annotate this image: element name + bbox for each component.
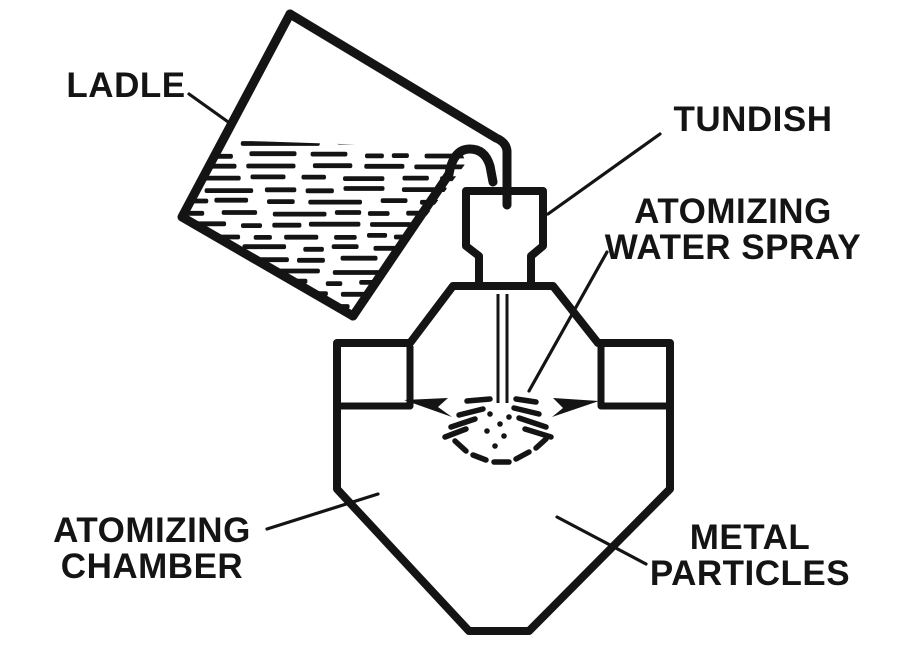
atomizing-chamber-label-line2: CHAMBER [60,547,244,586]
atomizing-water-spray-label-line1: ATOMIZING [634,192,832,231]
metal-particles-label: METAL PARTICLES [650,520,850,592]
ladle-leader-line [187,92,233,126]
metal-particles-label-line1: METAL [689,518,811,557]
ladle-pour-lip [348,144,498,321]
atomizing-chamber-label: ATOMIZING CHAMBER [53,513,251,585]
left-nozzle-box [337,346,414,410]
right-nozzle-box [597,346,670,410]
metal-particles-label-line2: PARTICLES [649,554,851,593]
spray-dashes [442,396,554,465]
tundish-label: TUNDISH [673,100,833,139]
water-spray-leader-line [527,250,609,393]
left-spray-arrow [404,398,452,417]
atomizing-chamber-label-line1: ATOMIZING [53,511,251,550]
pour-stream [285,9,512,210]
spray-droplets [484,411,512,449]
metal-particles-leader-line [555,515,648,566]
atomizing-chamber-outline [333,282,674,635]
chamber-leader-line [265,492,380,531]
ladle-outline [177,9,358,321]
atomizing-water-spray-label: ATOMIZING WATER SPRAY [605,194,861,266]
metal-stream [496,294,509,403]
tundish-leader-line [546,132,662,216]
ladle-label: LADLE [66,66,186,105]
right-spray-arrow [552,398,599,417]
atomizing-water-spray-label-line2: WATER SPRAY [604,228,862,267]
